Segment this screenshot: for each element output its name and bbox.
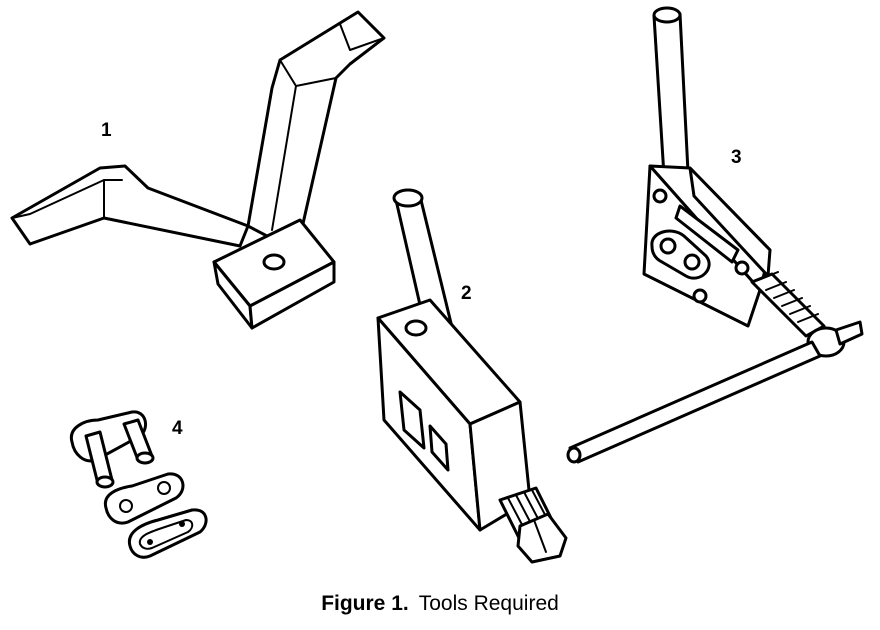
tool-4-connecting-link (69, 410, 208, 559)
tool-3-chain-breaker (566, 6, 864, 464)
label-tool-3: 3 (731, 147, 742, 168)
tool-1-bracket (10, 10, 386, 330)
label-tool-4: 4 (172, 418, 183, 439)
caption-text: Tools Required (418, 592, 559, 615)
label-tool-1: 1 (101, 120, 112, 141)
figure-caption: Figure 1. Tools Required (0, 592, 880, 616)
caption-lead: Figure 1. (321, 592, 409, 615)
tool-2-press-block (376, 188, 568, 564)
label-tool-2: 2 (461, 283, 472, 304)
